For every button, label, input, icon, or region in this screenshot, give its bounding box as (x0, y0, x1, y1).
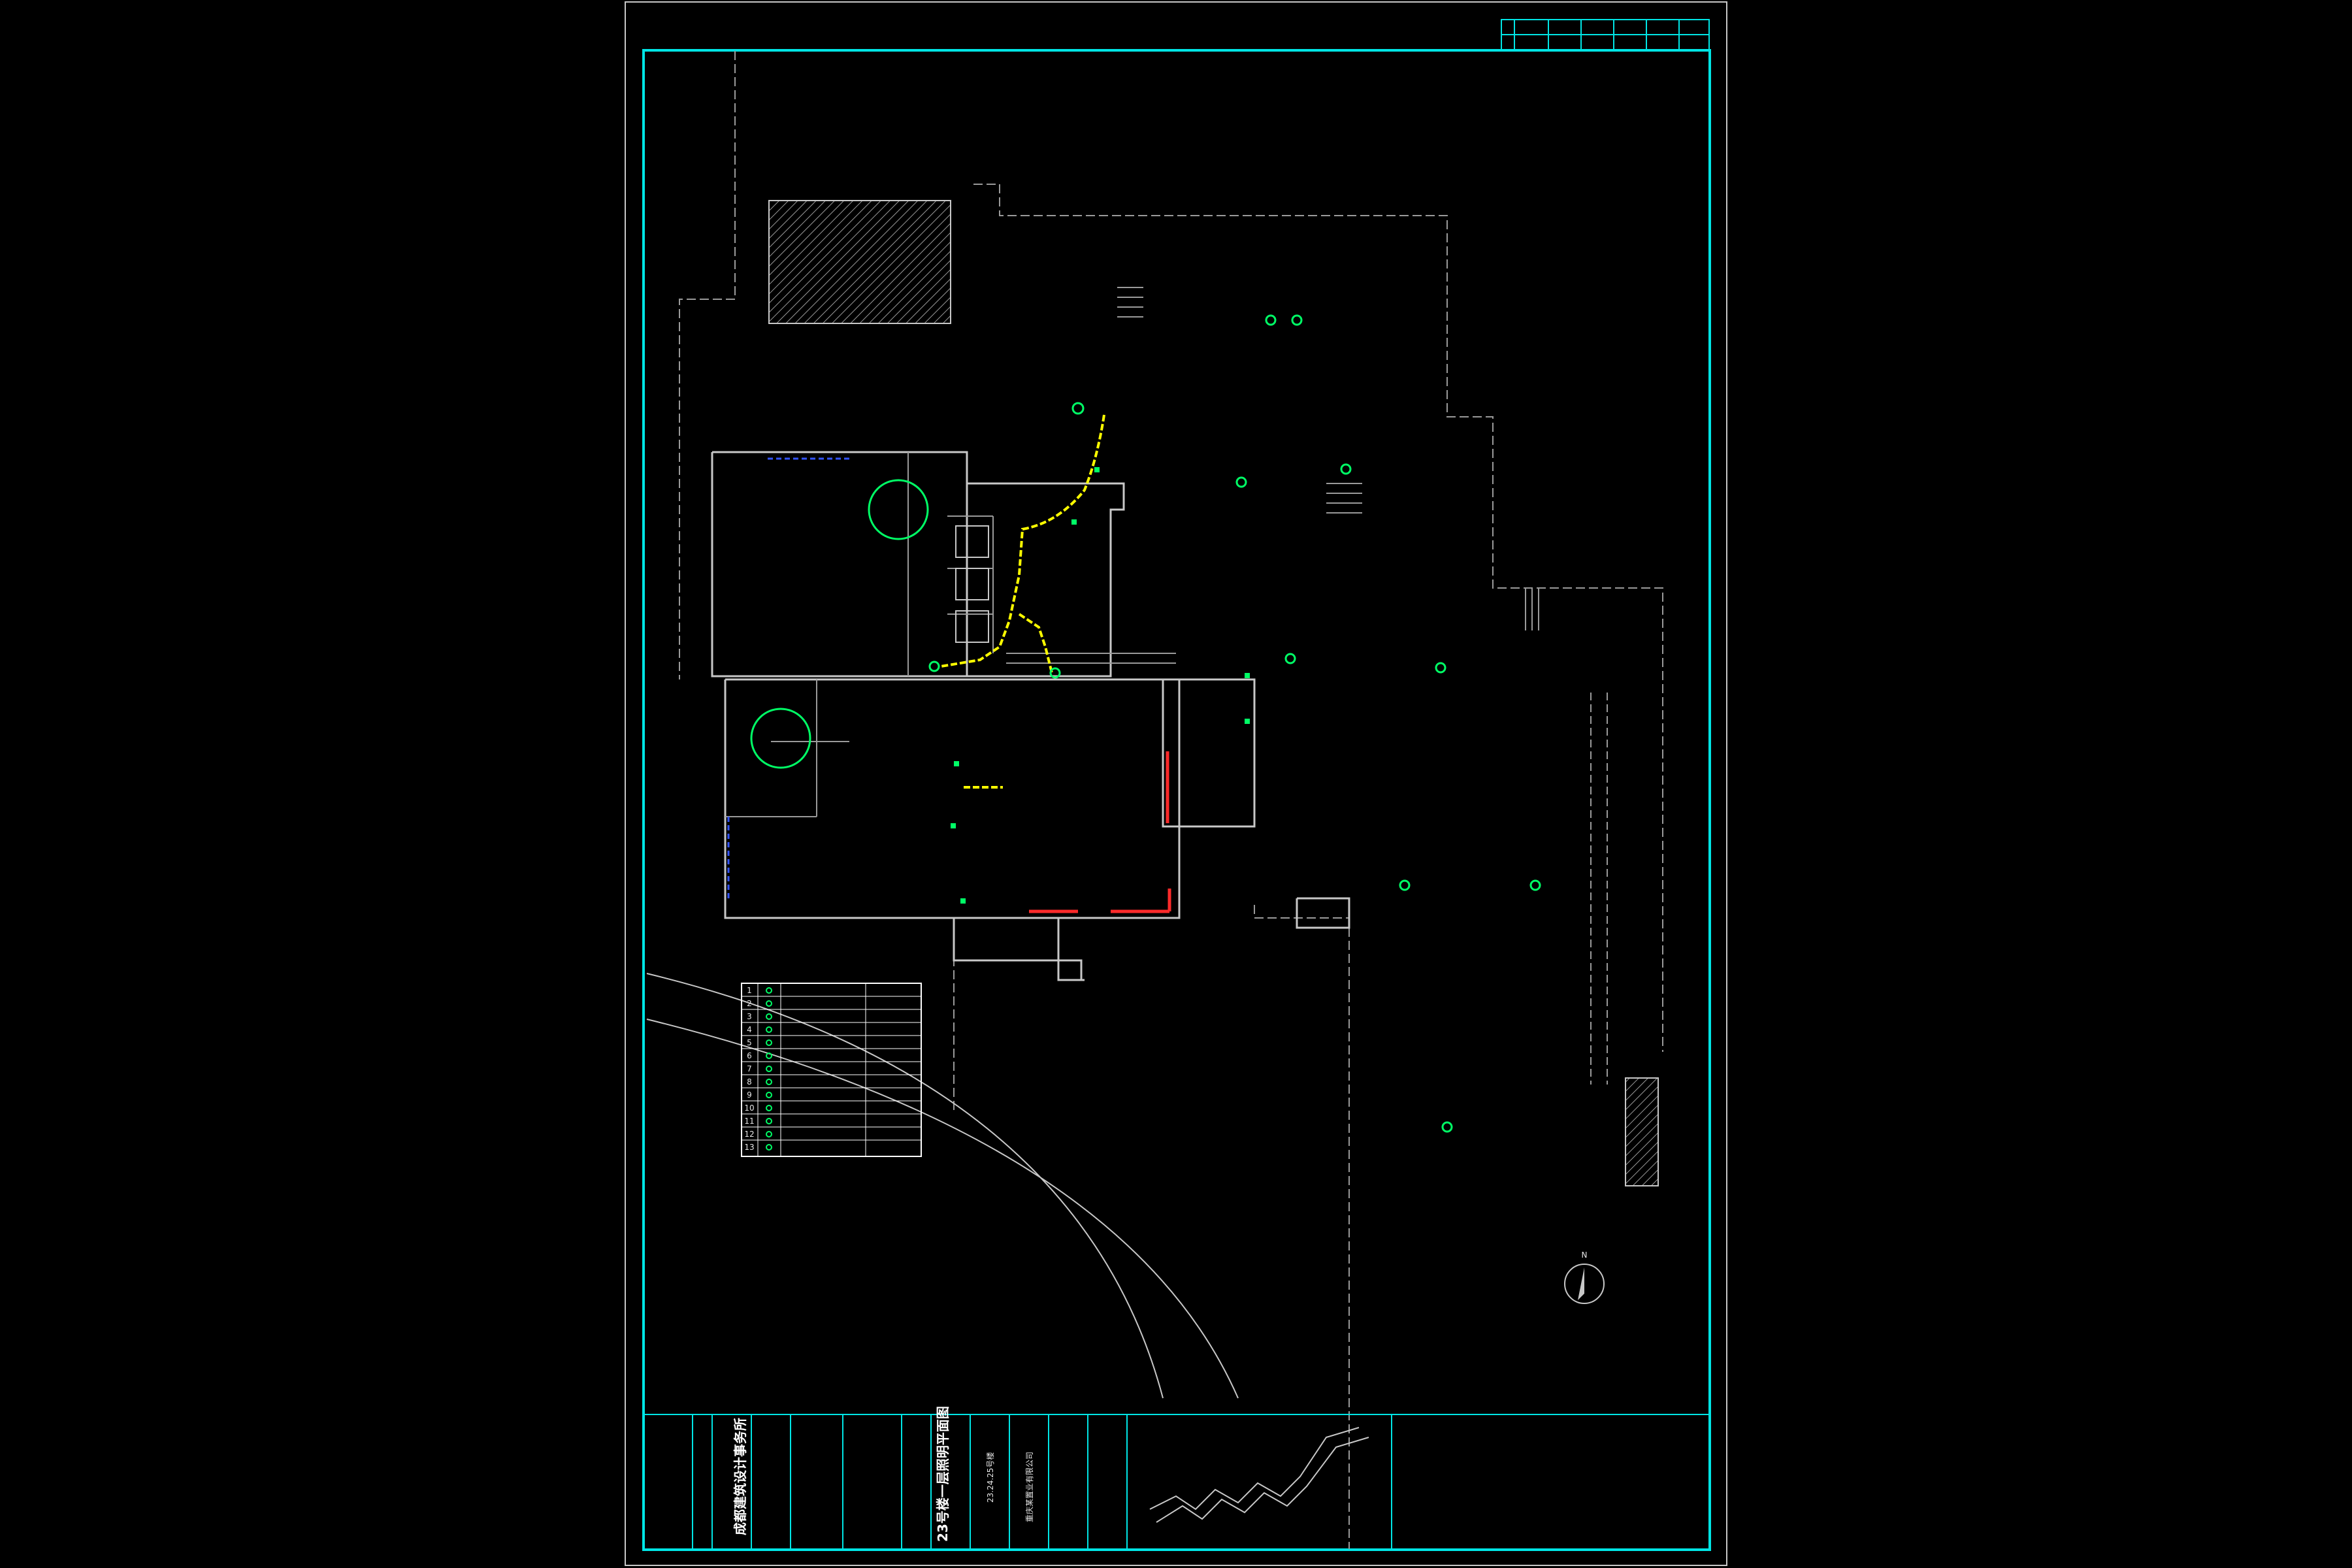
legend-row-number: 12 (744, 1130, 754, 1139)
legend-row-number: 5 (747, 1038, 752, 1047)
legend-symbol-icon (766, 1105, 772, 1111)
legend-row-number: 7 (747, 1064, 752, 1073)
fire-wall-marks (1029, 751, 1171, 913)
legend-symbol-icon (766, 1066, 772, 1072)
legend-row-number: 4 (747, 1025, 752, 1034)
ceiling-light-icon (868, 479, 929, 540)
site-boundary (679, 51, 1663, 1550)
client-name: 重庆某置业有限公司 (1025, 1452, 1034, 1522)
switch-marks (951, 467, 1250, 904)
legend-row-number: 3 (747, 1012, 752, 1021)
legend-symbol-icon (766, 1039, 772, 1046)
company-name: 成都建筑设计事务所 (732, 1418, 748, 1535)
road-arcs (646, 973, 1239, 1399)
hatched-block-north (768, 200, 951, 324)
legend-symbol-icon (766, 1118, 772, 1124)
legend-symbol-icon (766, 1026, 772, 1033)
legend-symbol-icon (766, 1013, 772, 1020)
elevator-shafts (955, 525, 989, 643)
legend-row-number: 6 (747, 1051, 752, 1060)
building-walls (711, 451, 1350, 981)
legend-row-number: 9 (747, 1090, 752, 1100)
wall-switch-icon (1094, 467, 1100, 472)
title-texts: 23号楼一层照明平面图 成都建筑设计事务所 23.24.25号楼 重庆某置业有限… (732, 1406, 1034, 1542)
hatched-block-east (1625, 1077, 1659, 1186)
legend-row-number: 10 (744, 1103, 754, 1113)
key-plan (1149, 1427, 1369, 1523)
legend-symbol-icon (766, 1000, 772, 1007)
ceiling-light-icon (750, 708, 811, 769)
legend-row-number: 2 (747, 999, 752, 1008)
building-inner-walls (725, 452, 1176, 817)
project-name: 23.24.25号楼 (985, 1452, 995, 1503)
legend-row-number: 11 (744, 1117, 754, 1126)
light-fixtures (750, 314, 1541, 1133)
lighting-circuit-wires (940, 414, 1105, 789)
north-arrow-icon: N (1564, 1250, 1605, 1304)
compass-label: N (1582, 1250, 1588, 1260)
approval-table (1501, 19, 1710, 51)
title-block (643, 1414, 1710, 1550)
legend-symbol-icon (766, 987, 772, 994)
legend-row-number: 8 (747, 1077, 752, 1086)
stair-treads (1117, 287, 1539, 630)
legend-row-number: 1 (747, 986, 752, 995)
legend-symbol-icon (766, 1092, 772, 1098)
legend-symbol-icon (766, 1131, 772, 1137)
drawing-title: 23号楼一层照明平面图 (935, 1406, 951, 1542)
blue-edges (727, 457, 849, 902)
legend-symbol-icon (766, 1079, 772, 1085)
legend-symbol-icon (766, 1144, 772, 1151)
legend-row-number: 13 (744, 1143, 754, 1152)
legend-symbol-icon (766, 1053, 772, 1059)
sheet-outer-border (625, 1, 1727, 1566)
east-dashed-column (1590, 693, 1608, 1085)
